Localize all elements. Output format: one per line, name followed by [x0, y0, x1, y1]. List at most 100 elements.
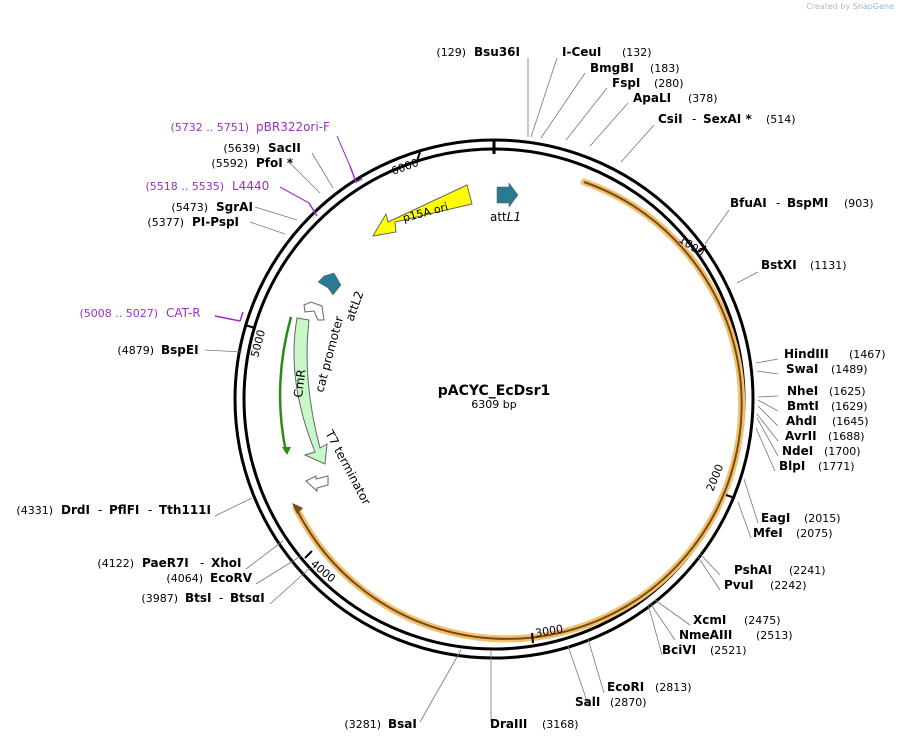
site-eagi[interactable]: EagI(2015) — [761, 511, 841, 525]
svg-text:(4879): (4879) — [117, 344, 154, 357]
feature-attl2-label: attL2 — [343, 289, 367, 323]
svg-text:(1489): (1489) — [831, 363, 868, 376]
site-mfei[interactable]: MfeI(2075) — [753, 526, 833, 540]
svg-text:PshAI: PshAI — [734, 563, 772, 577]
site-sacii[interactable]: (5639)SacII — [223, 141, 300, 155]
svg-text:L4440: L4440 — [232, 179, 269, 193]
site-csii-sexai[interactable]: CsiI-SexAI *(514) — [658, 112, 796, 126]
svg-text:PvuI: PvuI — [724, 578, 754, 592]
primer-l4440[interactable]: (5518 .. 5535) L4440 — [145, 179, 318, 217]
svg-text:BtsαI: BtsαI — [230, 591, 265, 605]
svg-text:-: - — [98, 503, 102, 517]
site-pshai[interactable]: PshAI(2241) — [734, 563, 826, 577]
svg-text:SgrAI: SgrAI — [216, 200, 253, 214]
insert-arc-line — [295, 181, 743, 640]
site-sgrai[interactable]: (5473)SgrAI — [171, 200, 252, 214]
site-nhei[interactable]: NheI(1625) — [787, 384, 866, 398]
svg-text:SacII: SacII — [268, 141, 301, 155]
site-bmti[interactable]: BmtI(1629) — [787, 399, 868, 413]
site-bfuai-bspmi[interactable]: BfuAI-BspMI(903) — [730, 196, 874, 210]
site-bcivi[interactable]: BciVI (2521) — [662, 643, 747, 657]
site-i-ceui[interactable]: I-CeuI(132) — [562, 45, 652, 59]
snapgene-brand: SnapGene — [852, 2, 894, 11]
primer-pbr322ori-f[interactable]: (5732 .. 5751) pBR322ori-F — [170, 120, 363, 184]
site-sali[interactable]: SalI(2870) — [575, 695, 647, 709]
site-bsai[interactable]: (3281)BsaI — [344, 717, 416, 731]
svg-text:XhoI: XhoI — [211, 556, 242, 570]
svg-text:CAT-R: CAT-R — [166, 306, 201, 320]
site-xcmi[interactable]: XcmI(2475) — [693, 613, 781, 627]
svg-text:-: - — [200, 556, 204, 570]
svg-text:BspEI: BspEI — [161, 343, 199, 357]
site-ecorv[interactable]: (4064)EcoRV — [166, 571, 252, 585]
svg-text:BciVI: BciVI — [662, 643, 696, 657]
site-ahdi[interactable]: AhdI(1645) — [786, 414, 869, 428]
svg-text:(378): (378) — [688, 92, 718, 105]
svg-text:EcoRI: EcoRI — [607, 680, 644, 694]
svg-text:ApaLI: ApaLI — [633, 91, 671, 105]
site-bsu36i[interactable]: (129) Bsu36I — [436, 45, 520, 59]
svg-text:(4122): (4122) — [97, 557, 134, 570]
svg-text:(1688): (1688) — [828, 430, 865, 443]
svg-text:Bsu36I: Bsu36I — [474, 45, 520, 59]
feature-cmr[interactable]: CmR — [291, 317, 328, 465]
svg-text:(129): (129) — [436, 46, 466, 59]
cmr-direction-arrow — [282, 447, 291, 455]
svg-text:BspMI: BspMI — [787, 196, 828, 210]
site-pvui[interactable]: PvuI(2242) — [724, 578, 807, 592]
svg-text:(2813): (2813) — [655, 681, 692, 694]
svg-text:pBR322ori-F: pBR322ori-F — [256, 120, 330, 134]
svg-text:(2521): (2521) — [710, 644, 747, 657]
svg-text:(1771): (1771) — [818, 460, 855, 473]
svg-text:BtsI: BtsI — [185, 591, 212, 605]
feature-attl1[interactable]: attL1 — [490, 182, 521, 224]
svg-text:(5592): (5592) — [211, 157, 248, 170]
site-drdi-pflfi-tth111i[interactable]: (4331)DrdI-PflFI-Tth111I — [16, 503, 211, 517]
site-apali[interactable]: ApaLI (378) — [633, 91, 718, 105]
svg-text:(2475): (2475) — [744, 614, 781, 627]
site-fspi[interactable]: FspI(280) — [612, 76, 684, 90]
tick-3000: 3000 — [531, 622, 564, 644]
svg-text:(1700): (1700) — [824, 445, 861, 458]
site-ndei[interactable]: NdeI (1700) — [782, 444, 861, 458]
site-pfoi[interactable]: (5592)PfoI * — [211, 156, 293, 170]
site-ecori[interactable]: EcoRI (2813) — [607, 680, 692, 694]
cmr-direction-line — [278, 316, 293, 453]
site-avrii[interactable]: AvrII(1688) — [785, 429, 865, 443]
site-swai[interactable]: SwaI(1489) — [786, 362, 868, 376]
svg-text:(5732 .. 5751): (5732 .. 5751) — [170, 121, 249, 134]
svg-text:DrdI: DrdI — [61, 503, 90, 517]
site-bspei[interactable]: (4879) BspEI — [117, 343, 198, 357]
svg-text:-: - — [692, 112, 696, 126]
site-pi-pspi[interactable]: (5377)PI-PspI — [147, 215, 239, 229]
svg-text:MfeI: MfeI — [753, 526, 783, 540]
site-blpi[interactable]: BlpI(1771) — [779, 459, 855, 473]
feature-cat-promoter[interactable]: cat promoter — [303, 301, 346, 394]
svg-text:NmeAIII: NmeAIII — [679, 628, 732, 642]
site-paer7i-xhoi[interactable]: (4122)PaeR7I-XhoI — [97, 556, 241, 570]
feature-attl2[interactable]: attL2 — [317, 272, 367, 323]
svg-text:BfuAI: BfuAI — [730, 196, 767, 210]
svg-text:(3168): (3168) — [542, 718, 579, 731]
site-nmeaiii[interactable]: NmeAIII(2513) — [679, 628, 793, 642]
feature-cmr-label: CmR — [291, 368, 308, 398]
site-btsi-btsai[interactable]: (3987)BtsI-BtsαI — [141, 591, 264, 605]
svg-text:(3281): (3281) — [344, 718, 381, 731]
site-hindiii[interactable]: HindIII(1467) — [784, 347, 886, 361]
feature-p15a-ori[interactable]: p15A ori — [372, 184, 473, 237]
svg-text:NdeI: NdeI — [782, 444, 813, 458]
snapgene-credit: Created by SnapGene — [806, 2, 894, 11]
svg-text:(903): (903) — [844, 197, 874, 210]
site-bstxi[interactable]: BstXI(1131) — [761, 258, 847, 272]
svg-text:BmgBI: BmgBI — [590, 61, 634, 75]
svg-text:(3987): (3987) — [141, 592, 178, 605]
svg-text:DraIII: DraIII — [490, 717, 527, 731]
primer-cat-r[interactable]: (5008 .. 5027) CAT-R — [79, 306, 244, 322]
svg-text:5000: 5000 — [248, 328, 268, 358]
site-draiii[interactable]: DraIII (3168) — [490, 717, 579, 731]
svg-text:SalI: SalI — [575, 695, 600, 709]
svg-text:Tth111I: Tth111I — [159, 503, 211, 517]
tick-5000: 5000 — [244, 324, 268, 359]
svg-text:(1645): (1645) — [832, 415, 869, 428]
site-bmgbi[interactable]: BmgBI(183) — [590, 61, 680, 75]
